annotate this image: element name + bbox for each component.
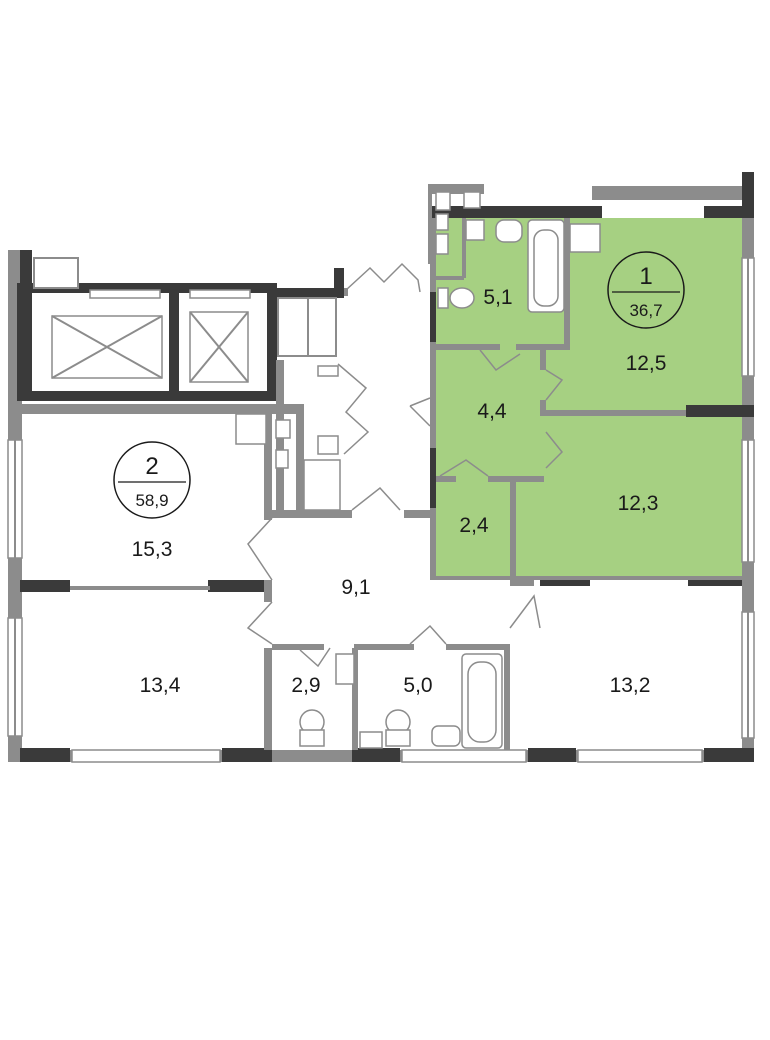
room-labels: 5,1 12,5 4,4 2,4 12,3 15,3 13,4 9,1 2,9 …	[132, 286, 667, 697]
room-area-apt2-room-top: 15,3	[132, 538, 173, 561]
room-area-apt2-hall: 9,1	[341, 576, 370, 599]
windows-bottom	[71, 749, 703, 763]
apartment-number: 2	[145, 453, 158, 480]
room-area-apt2-room-bottom: 13,4	[140, 674, 181, 697]
room-area-apt1-living: 12,5	[626, 352, 667, 375]
room-area-apt1-bedroom: 12,3	[618, 492, 659, 515]
windows-right	[741, 257, 755, 739]
room-area-apt1-bath: 5,1	[483, 286, 512, 309]
elevator-core	[17, 257, 344, 401]
apartment-number: 1	[639, 263, 652, 290]
room-area-apt1-hall: 4,4	[477, 400, 507, 423]
apartment-badge-1: 1 36,7	[607, 251, 685, 329]
interior-walls	[22, 184, 742, 750]
apartment-total-area: 36,7	[629, 301, 662, 320]
apartment-total-area: 58,9	[135, 491, 168, 510]
windows-left	[7, 439, 23, 737]
room-area-apt1-storage: 2,4	[459, 514, 489, 537]
fixtures	[235, 219, 601, 749]
room-area-apt2-bath: 5,0	[403, 674, 432, 697]
doors	[246, 262, 564, 668]
room-area-apt2-room-right: 13,2	[610, 674, 651, 697]
room-area-apt2-wc: 2,9	[291, 674, 320, 697]
apartment-badge-2: 2 58,9	[113, 441, 191, 519]
